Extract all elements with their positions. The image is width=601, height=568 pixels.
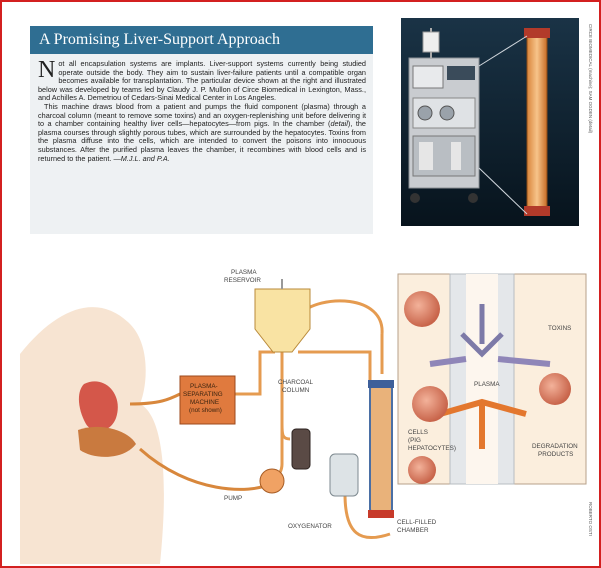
hepatocyte-cell — [408, 456, 436, 484]
hepatocyte-cell — [539, 373, 571, 405]
label-psm-3: MACHINE — [190, 399, 219, 406]
hepatocyte-cell — [404, 291, 440, 327]
label-toxins: TOXINS — [548, 325, 571, 332]
label-plasma: PLASMA — [474, 381, 500, 388]
photo-credit: CIRCE BIOMEDICAL (machine); SAM OGDEN (d… — [588, 24, 593, 133]
label-cells-1: CELLS — [408, 429, 428, 436]
label-plasma-reservoir-2: RESERVOIR — [224, 277, 261, 284]
sidebar-title: A Promising Liver-Support Approach — [30, 26, 373, 54]
label-psm-1: PLASMA- — [190, 383, 218, 390]
illustration-credit: ROBERTO OSTI — [588, 502, 593, 536]
label-psm-4: (not shown) — [189, 407, 222, 414]
author-signature: —M.J.L. and P.A. — [113, 154, 169, 163]
machine-photo-drawing — [401, 18, 579, 226]
paragraph-1-text: ot all encapsulation systems are implant… — [38, 59, 366, 102]
label-degradation-2: PRODUCTS — [538, 451, 573, 458]
label-chamber-2: CHAMBER — [397, 527, 429, 534]
illustration-drawing: PLASMA RESERVOIR PLASMA- SEPARATING MACH… — [20, 234, 598, 564]
pump — [260, 469, 284, 493]
cell-filled-chamber — [370, 384, 392, 514]
paragraph-2-text-a: This machine draws blood from a patient … — [38, 102, 366, 128]
paragraph-2: This machine draws blood from a patient … — [38, 103, 366, 163]
machine-photo — [401, 18, 579, 226]
label-oxygenator: OXYGENATOR — [288, 523, 332, 530]
label-pump: PUMP — [224, 495, 242, 502]
liver-support-illustration: PLASMA RESERVOIR PLASMA- SEPARATING MACH… — [20, 234, 598, 564]
label-cells-2: (PIG — [408, 437, 421, 444]
label-plasma-reservoir-1: PLASMA — [231, 269, 257, 276]
label-psm-2: SEPARATING — [183, 391, 223, 398]
label-chamber-1: CELL-FILLED — [397, 519, 437, 526]
oxygenator — [330, 454, 358, 496]
plasma-reservoir — [255, 289, 310, 352]
hepatocyte-cell — [412, 386, 448, 422]
charcoal-column — [292, 429, 310, 469]
label-charcoal-2: COLUMN — [282, 387, 310, 394]
label-cells-3: HEPATOCYTES) — [408, 445, 456, 452]
label-charcoal-1: CHARCOAL — [278, 379, 313, 386]
drop-cap: N — [38, 61, 55, 79]
chamber-detail: PLASMA TOXINS CELLS (PIG HEPATOCYTES) DE… — [398, 274, 586, 484]
label-degradation-1: DEGRADATION — [532, 443, 578, 450]
